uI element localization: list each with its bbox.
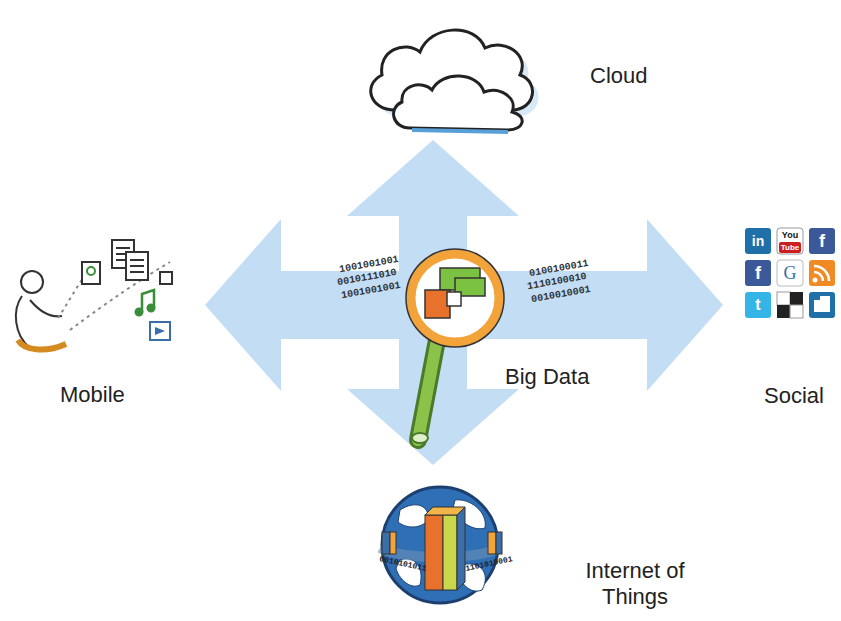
social-icons	[745, 228, 835, 318]
mobile-node: Mobile	[10, 230, 200, 410]
node-label: Social	[764, 383, 824, 409]
magnifier-icon	[406, 249, 504, 443]
icon-letter: You	[777, 229, 803, 241]
icon-letter: t	[745, 292, 771, 318]
icon-letter: f	[809, 228, 835, 254]
icon-letter: G	[777, 260, 803, 286]
icon-letter: in	[745, 228, 771, 254]
big-data-node: Big Data	[378, 232, 591, 392]
node-label: Internet of Things	[575, 558, 695, 610]
mobile-user-icon	[16, 240, 172, 350]
iot-node: Internet of Things	[380, 470, 700, 618]
block-arrow	[205, 219, 433, 391]
globe-icon	[380, 487, 502, 603]
arrow-shape	[205, 219, 433, 391]
icon-letter: Tube	[779, 242, 801, 253]
node-label: Mobile	[60, 382, 125, 408]
cloud-icon	[371, 30, 539, 132]
node-label: Cloud	[590, 63, 647, 89]
cloud-node: Cloud	[360, 15, 690, 135]
icon-letter: f	[745, 260, 771, 286]
node-label: Big Data	[505, 364, 589, 390]
